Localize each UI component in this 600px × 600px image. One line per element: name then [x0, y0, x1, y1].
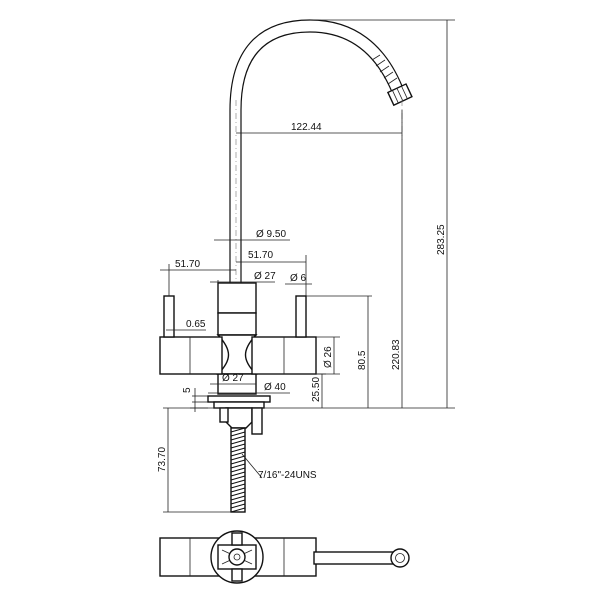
shank-length-label: 73.70 [157, 447, 168, 472]
dim-spout-diameter: Ø 9.50 [214, 229, 290, 241]
dim-flange-diameter: Ø 40 [208, 382, 290, 394]
flange-thickness-label: 5 [182, 387, 193, 393]
right-handle [251, 295, 317, 375]
handle-height-label: 80.5 [357, 350, 368, 370]
left-lever [163, 295, 175, 338]
dim-base-height: 25.50 [256, 373, 326, 408]
dim-handle-reach-left: 51.70 [160, 259, 236, 296]
faucet-body [216, 282, 258, 395]
overall-height-label: 283.25 [436, 224, 447, 255]
dim-spout-height: 220.83 [391, 110, 403, 408]
dim-thread-spec: 7/16"-24UNS [241, 453, 317, 481]
base-height-label: 25.50 [311, 377, 322, 402]
mounting-flange [207, 395, 271, 435]
spout-height-label: 220.83 [391, 339, 402, 370]
thread-spec-label: 7/16"-24UNS [258, 470, 317, 481]
lever-diameter-label: Ø 6 [290, 273, 307, 284]
dim-handle-reach-right: 51.70 [236, 250, 307, 296]
dim-lever-gap: 0.65 [166, 319, 206, 331]
handle-reach-left-label: 51.70 [175, 259, 200, 270]
dim-body-top-diameter: Ø 27 [210, 271, 276, 283]
body-height-label: Ø 26 [323, 346, 334, 368]
dim-overall-height: 283.25 [310, 19, 455, 408]
spout [229, 19, 413, 295]
dim-handle-height: 80.5 [306, 295, 372, 408]
dim-shank-length: 73.70 [157, 407, 231, 513]
top-view [159, 530, 410, 584]
dim-base-diameter: Ø 27 [210, 373, 256, 385]
dim-spout-reach: 122.44 [236, 122, 402, 134]
spout-reach-label: 122.44 [291, 122, 322, 133]
lever-gap-label: 0.65 [186, 319, 206, 330]
spout-diameter-label: Ø 9.50 [256, 229, 286, 240]
threaded-shank [230, 427, 246, 513]
body-top-diameter-label: Ø 27 [254, 271, 276, 282]
dim-lever-diameter: Ø 6 [285, 273, 312, 285]
base-diameter-label: Ø 27 [222, 373, 244, 384]
handle-reach-right-label: 51.70 [248, 250, 273, 261]
right-lever [295, 295, 307, 338]
dim-body-height: Ø 26 [316, 336, 340, 375]
left-handle [159, 295, 223, 375]
flange-diameter-label: Ø 40 [264, 382, 286, 393]
aerator-tip [386, 83, 413, 107]
